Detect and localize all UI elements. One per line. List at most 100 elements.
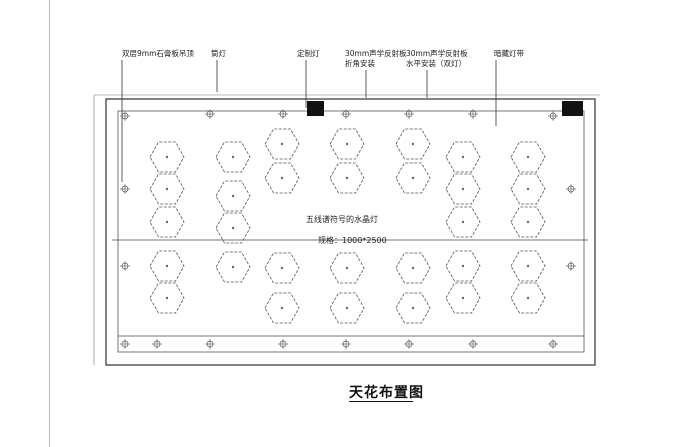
hexagon-center-dot: [461, 155, 465, 159]
hexagon-center-dot: [231, 194, 235, 198]
hexagon-center-dot: [461, 264, 465, 268]
downlight-symbol: [278, 339, 288, 349]
downlight-symbol: [566, 184, 576, 194]
black-block-left: [307, 101, 324, 116]
crystal-lamp-hexagon: [445, 206, 481, 238]
crystal-lamp-hexagon: [510, 250, 546, 282]
hexagon-center-dot: [526, 296, 530, 300]
callout-acoustic-flat-line1: 30mm声学反射板: [406, 49, 468, 58]
hexagon-center-dot: [165, 220, 169, 224]
crystal-lamp-hexagon: [510, 206, 546, 238]
downlight-symbol: [341, 109, 351, 119]
black-block-right: [562, 101, 583, 116]
callout-gypsum-ceiling: 双层9mm石膏板吊顶: [122, 49, 194, 58]
downlight-symbol: [341, 339, 351, 349]
hexagon-center-dot: [461, 187, 465, 191]
crystal-lamp-hexagon: [329, 292, 365, 324]
downlight-symbol: [468, 339, 478, 349]
downlight-group: [120, 109, 576, 349]
hexagon-center-dot: [280, 306, 284, 310]
hexagon-center-dot: [526, 220, 530, 224]
crystal-lamp-hexagon: [149, 282, 185, 314]
crystal-lamp-hexagon: [215, 180, 251, 212]
hexagon-center-dot: [165, 187, 169, 191]
crystal-lamp-hexagon: [149, 206, 185, 238]
hexagon-center-dot: [411, 142, 415, 146]
callout-downlight: 筒灯: [211, 49, 226, 58]
crystal-lamp-hexagon: [215, 141, 251, 173]
downlight-symbol: [120, 339, 130, 349]
callout-acoustic-flat: 30mm声学反射板 水平安装（双灯）: [406, 49, 468, 69]
hexagon-center-dot: [345, 142, 349, 146]
crystal-lamp-hexagon: [264, 162, 300, 194]
crystal-lamp-hexagon: [395, 252, 431, 284]
callout-acoustic-flat-line2: 水平安装（双灯）: [406, 59, 466, 68]
hexagon-center-dot: [345, 176, 349, 180]
lamp-spec-label: 规格：1000*2500: [318, 236, 387, 245]
crystal-lamp-hexagon: [395, 162, 431, 194]
downlight-symbol: [566, 261, 576, 271]
crystal-lamp-hexagon: [264, 252, 300, 284]
downlight-symbol: [548, 339, 558, 349]
crystal-lamp-hexagon: [395, 128, 431, 160]
room-outline: [105, 98, 596, 366]
downlight-symbol: [404, 339, 414, 349]
hexagon-center-dot: [280, 266, 284, 270]
ceiling-inner-outline: [117, 110, 585, 353]
callout-custom-light: 定制灯: [297, 49, 320, 58]
hexagon-center-dot: [411, 306, 415, 310]
crystal-lamp-hexagon: [329, 252, 365, 284]
hexagon-center-dot: [165, 296, 169, 300]
crystal-lamp-hexagon: [329, 128, 365, 160]
hexagon-center-dot: [526, 155, 530, 159]
hexagon-center-dot: [231, 265, 235, 269]
callout-hidden-strip: 暗藏灯带: [494, 49, 524, 58]
crystal-lamp-hexagon: [149, 173, 185, 205]
crystal-lamp-hexagon: [149, 250, 185, 282]
hexagon-center-dot: [526, 187, 530, 191]
callout-acoustic-angled-line1: 30mm声学反射板: [345, 49, 407, 58]
crystal-lamp-hexagon: [510, 173, 546, 205]
downlight-symbol: [468, 109, 478, 119]
crystal-lamp-hexagon: [445, 173, 481, 205]
downlight-symbol: [548, 111, 558, 121]
hexagon-center-dot: [526, 264, 530, 268]
crystal-lamp-hexagon: [445, 141, 481, 173]
downlight-symbol: [278, 109, 288, 119]
hexagon-center-dot: [461, 296, 465, 300]
title-underline: [349, 401, 413, 402]
hexagon-center-dot: [165, 264, 169, 268]
downlight-symbol: [205, 109, 215, 119]
crystal-lamp-hexagon: [264, 128, 300, 160]
crystal-lamp-hexagon: [510, 282, 546, 314]
crystal-lamp-hexagon: [445, 282, 481, 314]
crystal-lamp-hexagon: [329, 162, 365, 194]
hexagon-center-dot: [165, 155, 169, 159]
hexagon-center-dot: [280, 142, 284, 146]
page-margin-line: [49, 0, 50, 447]
crystal-lamp-hexagon: [215, 212, 251, 244]
lamp-name-label: 五线谱符号的水晶灯: [306, 215, 378, 224]
downlight-symbol: [120, 261, 130, 271]
hexagon-lights-group: [149, 128, 546, 324]
hexagon-center-dot: [461, 220, 465, 224]
downlight-symbol: [404, 109, 414, 119]
downlight-symbol: [120, 111, 130, 121]
hexagon-center-dot: [231, 226, 235, 230]
downlight-symbol: [120, 184, 130, 194]
crystal-lamp-hexagon: [395, 292, 431, 324]
crystal-lamp-hexagon: [215, 251, 251, 283]
crystal-lamp-hexagon: [264, 292, 300, 324]
hexagon-center-dot: [231, 155, 235, 159]
drawing-title: 天花布置图: [349, 385, 424, 401]
crystal-lamp-hexagon: [510, 141, 546, 173]
hexagon-center-dot: [280, 176, 284, 180]
crystal-lamp-hexagon: [445, 250, 481, 282]
crystal-lamp-hexagon: [149, 141, 185, 173]
hexagon-center-dot: [411, 266, 415, 270]
hexagon-center-dot: [345, 306, 349, 310]
hexagon-center-dot: [411, 176, 415, 180]
downlight-symbol: [205, 339, 215, 349]
hexagon-center-dot: [345, 266, 349, 270]
